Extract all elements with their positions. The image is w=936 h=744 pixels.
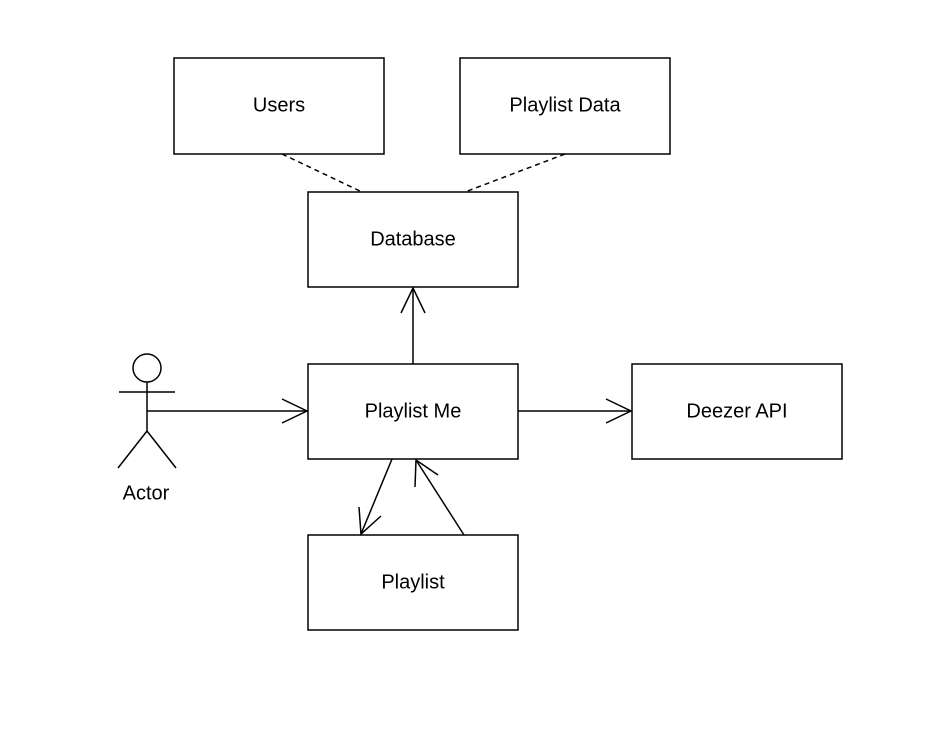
arrow-playlist-to-playlistme bbox=[414, 458, 465, 536]
actor-label: Actor bbox=[123, 482, 170, 504]
dashed-link-users-database bbox=[281, 153, 363, 193]
node-playlist-me[interactable]: Playlist Me bbox=[307, 363, 519, 460]
node-playlist-data-label: Playlist Data bbox=[509, 94, 621, 116]
node-deezer-api-label: Deezer API bbox=[686, 400, 787, 422]
node-playlist-me-label: Playlist Me bbox=[365, 400, 462, 422]
dashed-link-playlistdata-database bbox=[464, 153, 566, 193]
node-database-label: Database bbox=[370, 228, 456, 250]
node-playlist[interactable]: Playlist bbox=[307, 534, 519, 631]
arrow-actor-to-playlistme bbox=[147, 398, 309, 424]
arrow-playlistme-to-database bbox=[400, 286, 426, 364]
node-database[interactable]: Database bbox=[307, 191, 519, 288]
actor-icon[interactable] bbox=[117, 353, 177, 469]
node-users[interactable]: Users bbox=[173, 57, 385, 155]
node-deezer-api[interactable]: Deezer API bbox=[631, 363, 843, 460]
node-playlist-data[interactable]: Playlist Data bbox=[459, 57, 671, 155]
node-users-label: Users bbox=[253, 94, 305, 116]
arrow-playlistme-to-playlist bbox=[358, 458, 393, 536]
node-playlist-label: Playlist bbox=[381, 571, 445, 593]
arrow-playlistme-to-deezer bbox=[518, 398, 633, 424]
